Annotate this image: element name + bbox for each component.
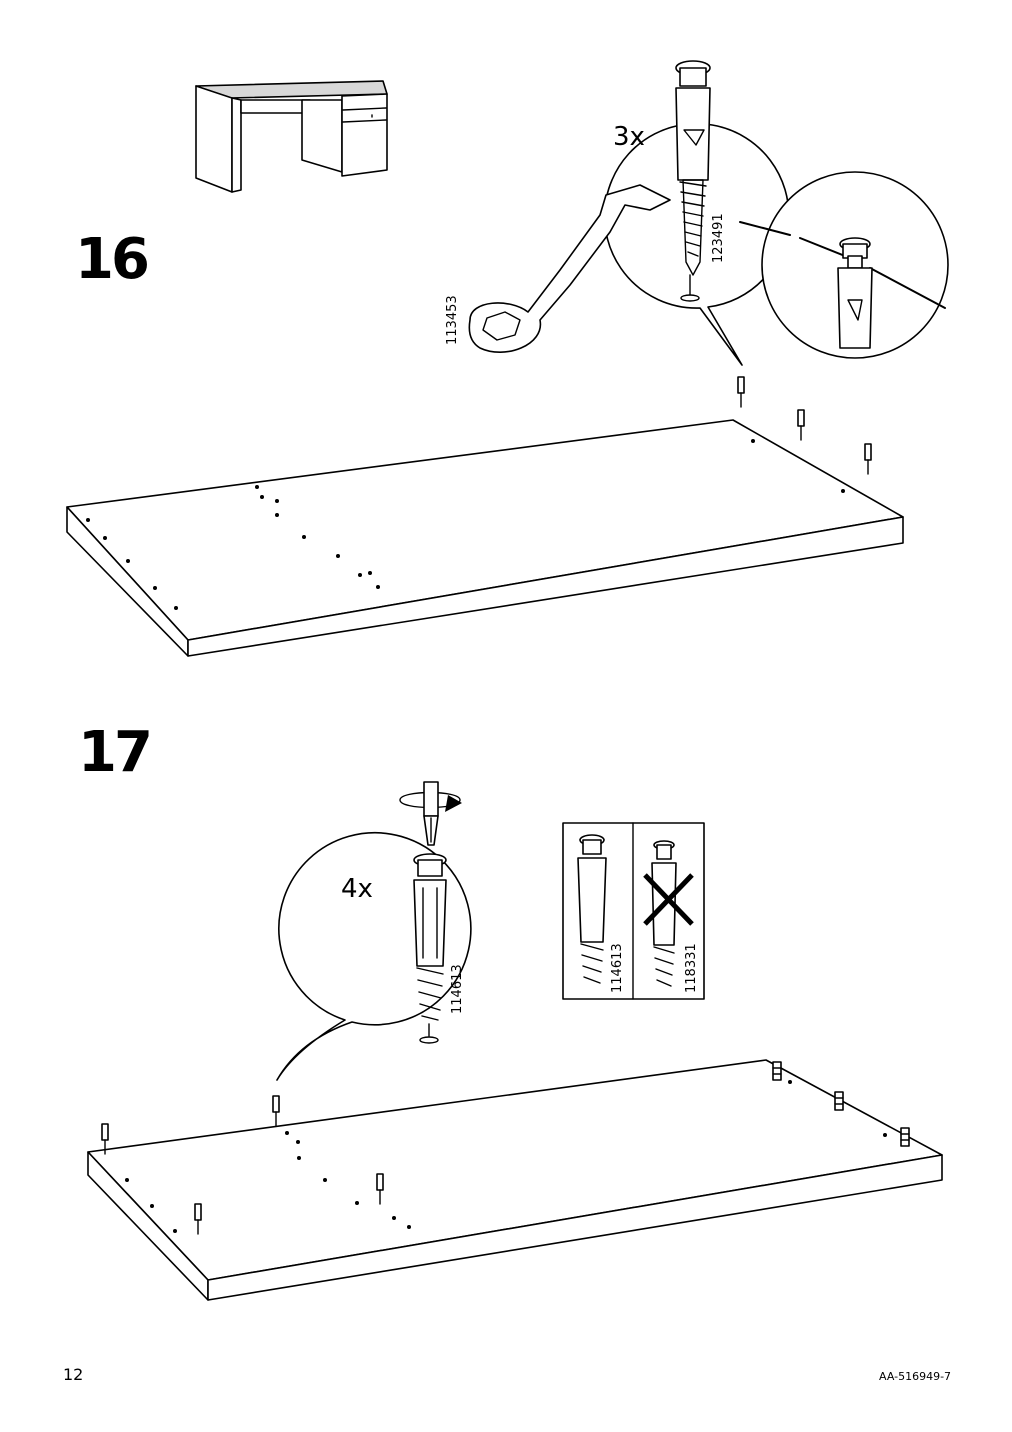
- desk-overview-icon: [195, 80, 388, 193]
- wrench-tool-icon: [468, 184, 671, 353]
- step-16-number: 16: [75, 227, 150, 292]
- step16-detail-callout: [603, 122, 949, 366]
- step-17-quantity: 4x: [341, 874, 373, 904]
- part-number-114613: 114613: [450, 964, 465, 1014]
- incorrect-cross-icon: [643, 873, 694, 926]
- part-number-123491: 123491: [711, 213, 726, 263]
- screw-123491-icon: [675, 60, 711, 302]
- cam-bolt-114613-icon: [413, 853, 447, 1044]
- step17-detail-callout: [276, 831, 472, 1081]
- step-17-number: 17: [78, 720, 153, 785]
- step17-board: [87, 1059, 943, 1301]
- compare-correct-part-number: 114613: [610, 943, 625, 993]
- step16-board: [66, 376, 904, 657]
- correct-part-icon: [577, 834, 607, 984]
- page-number: 12: [63, 1365, 84, 1384]
- compare-wrong-part-number: 118331: [684, 943, 699, 993]
- screwdriver-rotation-icon: [399, 781, 462, 846]
- part-number-113453: 113453: [445, 295, 460, 345]
- step-16-quantity: 3x: [613, 122, 645, 152]
- compare-parts-box: [562, 822, 705, 1000]
- cam-stud-icon: [837, 237, 873, 349]
- document-id: AA-516949-7: [879, 1370, 952, 1383]
